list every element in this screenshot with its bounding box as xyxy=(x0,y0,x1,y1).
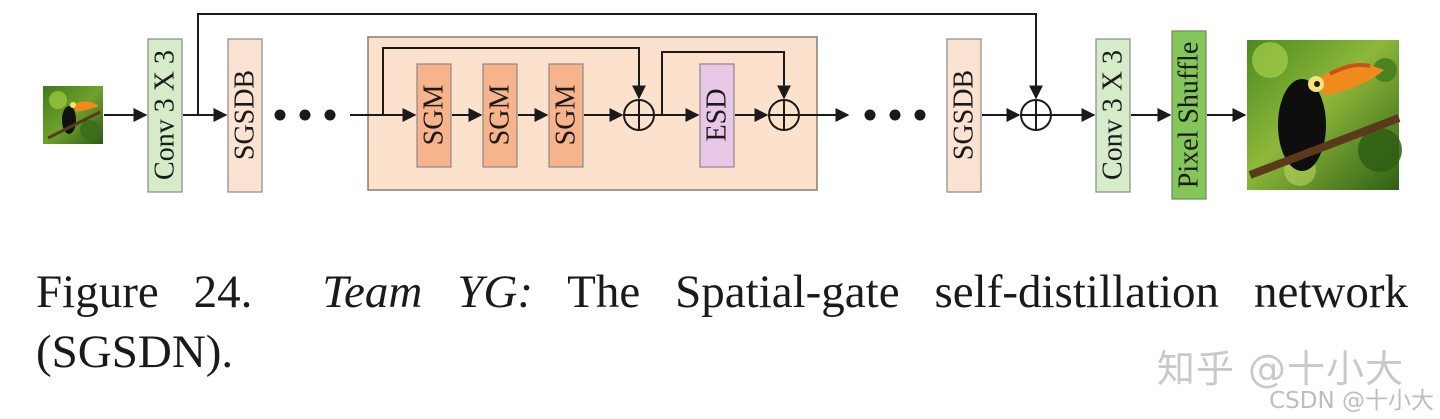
output-image xyxy=(1247,40,1402,190)
add-node-3 xyxy=(1020,99,1052,131)
sgm-label-2: SGM xyxy=(485,85,516,146)
conv-input-label: Conv 3 X 3 xyxy=(150,50,181,180)
ellipsis-left xyxy=(274,109,336,121)
add-node-1 xyxy=(623,99,655,131)
sgm-label-1: SGM xyxy=(419,85,450,146)
ellipsis-right xyxy=(864,109,926,121)
sgm-label-3: SGM xyxy=(551,85,582,146)
conv-output-block xyxy=(1095,38,1131,193)
sgm-block-2 xyxy=(482,63,518,168)
sgsdb-last-block xyxy=(946,38,982,193)
caption-text: The Spatial-gate self-distillation netwo… xyxy=(36,266,1408,378)
zhihu-watermark: 知乎 @十小大 xyxy=(1156,347,1404,391)
skip-connections xyxy=(197,13,1043,115)
conv-output-label: Conv 3 X 3 xyxy=(1098,50,1129,180)
figure-caption: Figure 24. Team YG: The Spatial-gate sel… xyxy=(36,262,1408,382)
sgsdb-last-label: SGSDB xyxy=(949,70,980,160)
sgm-block-1 xyxy=(416,63,452,168)
esd-block xyxy=(699,63,735,168)
sgsdb-first-label: SGSDB xyxy=(230,70,261,160)
caption-label: Figure 24. xyxy=(36,266,253,318)
pixel-shuffle-block xyxy=(1171,30,1207,200)
pixel-shuffle-label: Pixel Shuffle xyxy=(1174,42,1205,188)
sgm-block-3 xyxy=(548,63,584,168)
csdn-watermark: CSDN @十小大 xyxy=(1269,388,1434,414)
conv-input-block xyxy=(147,38,183,193)
input-image xyxy=(43,86,103,144)
network-diagram: Conv 3 X 3 SGSDB SGM SGM SGM ESD SGSDB C… xyxy=(43,13,1402,200)
caption-team: Team YG: xyxy=(322,266,534,318)
esd-label: ESD xyxy=(702,89,733,142)
add-node-2 xyxy=(768,99,800,131)
sgsdb-first-block xyxy=(227,38,263,193)
